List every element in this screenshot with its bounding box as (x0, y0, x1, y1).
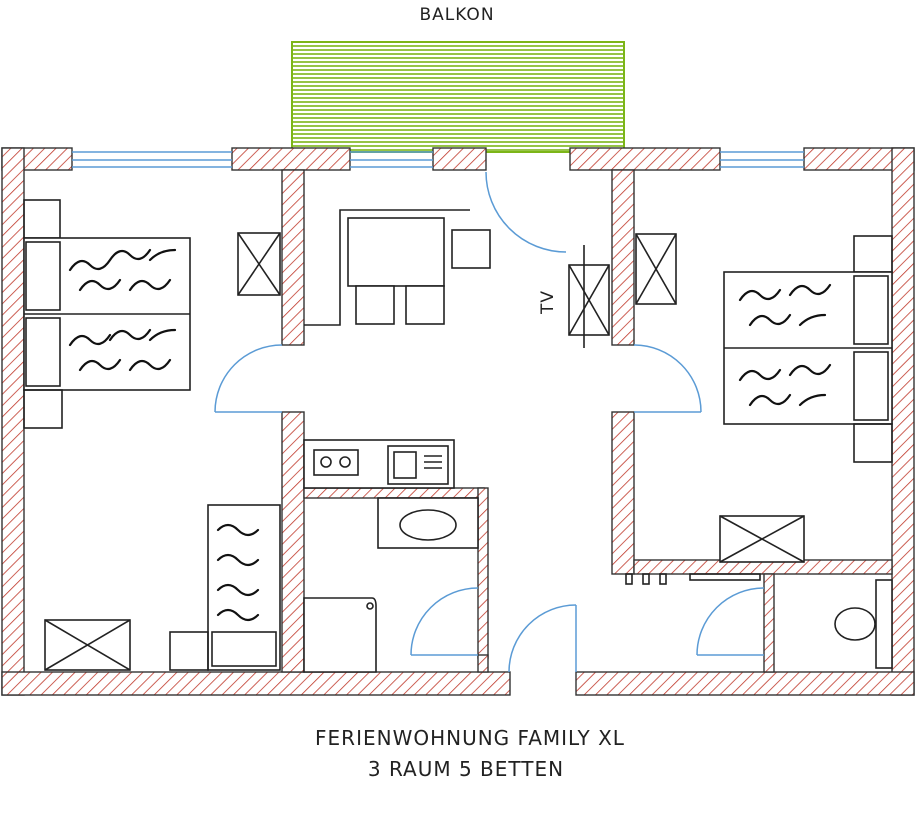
bathroom (303, 497, 479, 673)
balcony (291, 41, 625, 153)
plan-subtitle: 3 RAUM 5 BETTEN (368, 757, 564, 781)
outer-walls (1, 147, 915, 696)
windows (72, 151, 804, 168)
balcony-label: BALKON (419, 5, 494, 25)
wc (625, 573, 893, 669)
tv-label: TV (538, 290, 558, 315)
right-bedroom (635, 233, 893, 563)
plan-title: FERIENWOHNUNG FAMILY XL (315, 726, 625, 750)
doors (214, 171, 765, 673)
kitchen (303, 439, 455, 489)
left-bedroom (23, 199, 281, 671)
living-area: TV (304, 209, 610, 348)
